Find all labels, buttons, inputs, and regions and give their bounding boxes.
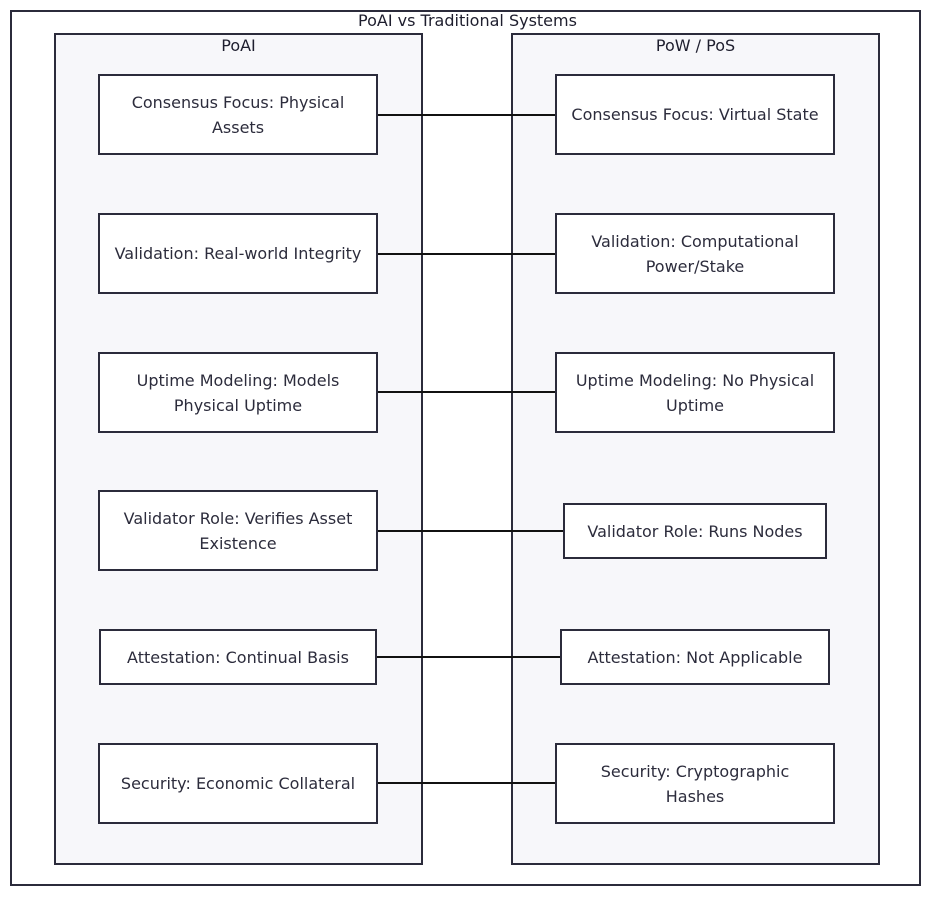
node-poai-consensus: Consensus Focus: Physical Assets bbox=[98, 74, 378, 155]
node-poai-attestation: Attestation: Continual Basis bbox=[99, 629, 377, 685]
diagram-title: PoAI vs Traditional Systems bbox=[358, 11, 577, 30]
group-poai bbox=[54, 33, 423, 865]
node-poai-uptime: Uptime Modeling: Models Physical Uptime bbox=[98, 352, 378, 433]
node-pow-consensus: Consensus Focus: Virtual State bbox=[555, 74, 835, 155]
node-pow-security: Security: Cryptographic Hashes bbox=[555, 743, 835, 824]
node-poai-validator-role: Validator Role: Verifies Asset Existence bbox=[98, 490, 378, 571]
node-pow-attestation: Attestation: Not Applicable bbox=[560, 629, 830, 685]
node-pow-validator-role: Validator Role: Runs Nodes bbox=[563, 503, 827, 559]
node-poai-validation: Validation: Real-world Integrity bbox=[98, 213, 378, 294]
group-pow-pos bbox=[511, 33, 880, 865]
group-pow-pos-title: PoW / PoS bbox=[655, 36, 736, 55]
node-poai-security: Security: Economic Collateral bbox=[98, 743, 378, 824]
node-pow-validation: Validation: Computational Power/Stake bbox=[555, 213, 835, 294]
group-poai-title: PoAI bbox=[221, 36, 256, 55]
node-pow-uptime: Uptime Modeling: No Physical Uptime bbox=[555, 352, 835, 433]
